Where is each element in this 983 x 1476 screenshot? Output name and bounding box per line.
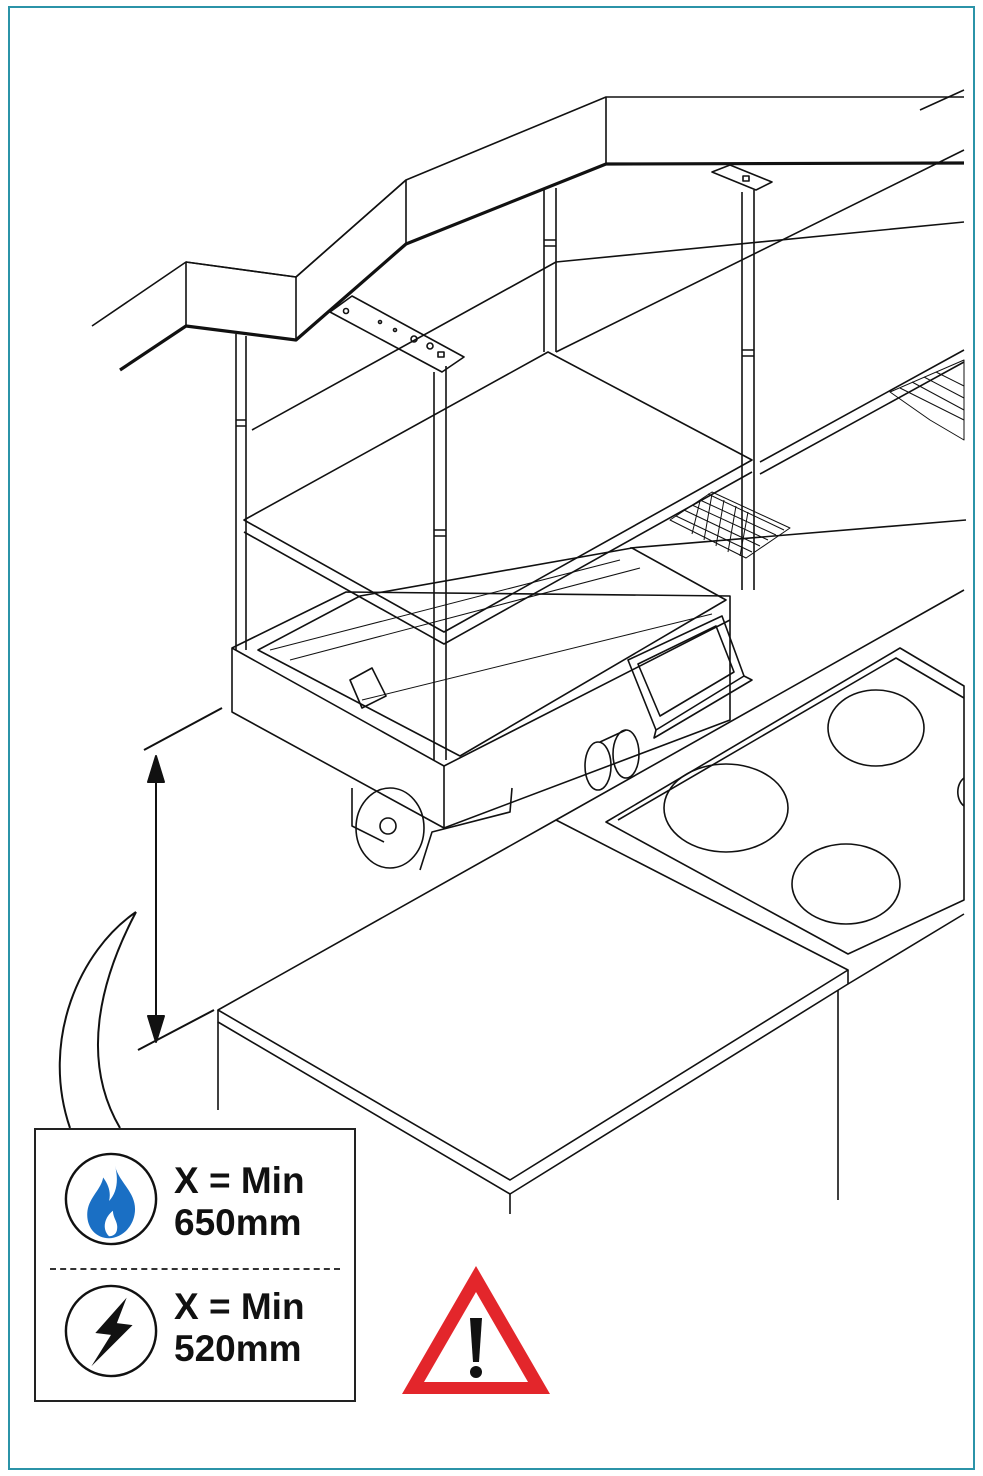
gas-requirement-line2: 650mm <box>174 1202 302 1243</box>
electric-requirement-text: X = Min 520mm <box>174 1286 305 1370</box>
paper-roll <box>351 787 513 871</box>
electric-requirement-line2: 520mm <box>174 1328 302 1369</box>
electric-bolt-icon <box>64 1284 158 1378</box>
ceiling-bracket <box>329 164 773 373</box>
upper-shelf <box>243 149 965 645</box>
ceiling-canopy <box>91 89 965 372</box>
countertop <box>217 589 965 1214</box>
suspension-rods <box>235 188 755 760</box>
dashed-divider <box>50 1268 340 1270</box>
gas-requirement: X = Min 650mm <box>36 1130 354 1260</box>
electric-requirement: X = Min 520mm <box>36 1266 354 1396</box>
page-frame <box>8 6 975 1470</box>
warning-triangle-icon <box>402 1266 550 1394</box>
control-knobs <box>584 729 640 791</box>
gas-requirement-line1: X = Min <box>174 1160 305 1201</box>
gas-requirement-text: X = Min 650mm <box>174 1160 305 1244</box>
gas-flame-icon <box>64 1152 158 1246</box>
hood-base-unit <box>231 519 967 829</box>
clearance-label-box: X = Min 650mm X = Min 520mm <box>34 1128 356 1402</box>
control-panel <box>627 615 753 739</box>
callout-pointer <box>58 911 137 1129</box>
grease-filter-grid <box>669 359 965 559</box>
electric-requirement-line1: X = Min <box>174 1286 305 1327</box>
cooktop-hob <box>605 647 965 955</box>
height-dimension-arrow <box>137 707 223 1051</box>
